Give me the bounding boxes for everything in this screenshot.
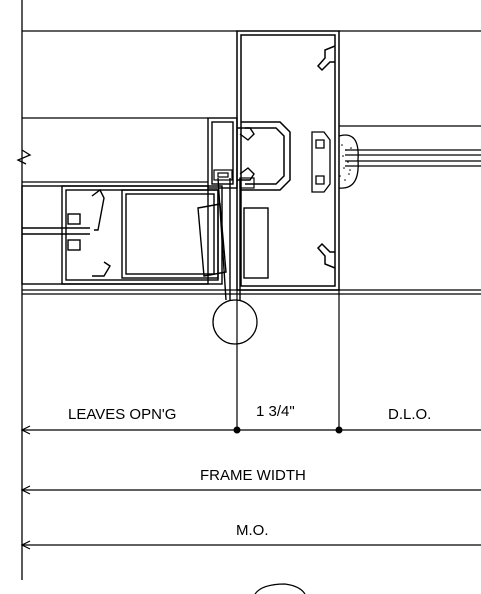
leaves-opening-label: LEAVES OPN'G (68, 406, 176, 423)
frame-width-label: FRAME WIDTH (200, 467, 306, 484)
sealant-stipple (339, 144, 352, 181)
dlo-label: D.L.O. (388, 406, 431, 423)
break-mark (16, 149, 32, 165)
frame-depth-label: 1 3/4" (256, 403, 295, 420)
detail-callout-circle (212, 299, 258, 345)
glass-lite-right (311, 125, 481, 193)
masonry-opening-label: M.O. (236, 522, 269, 539)
dim-tick-dot (233, 426, 241, 434)
dim-tick-dot (335, 426, 343, 434)
frame-tube (236, 30, 340, 291)
dimension-dots (233, 426, 343, 434)
pivot-assembly (197, 177, 269, 301)
door-leaf (21, 185, 223, 285)
dimension-lines (20, 290, 481, 594)
